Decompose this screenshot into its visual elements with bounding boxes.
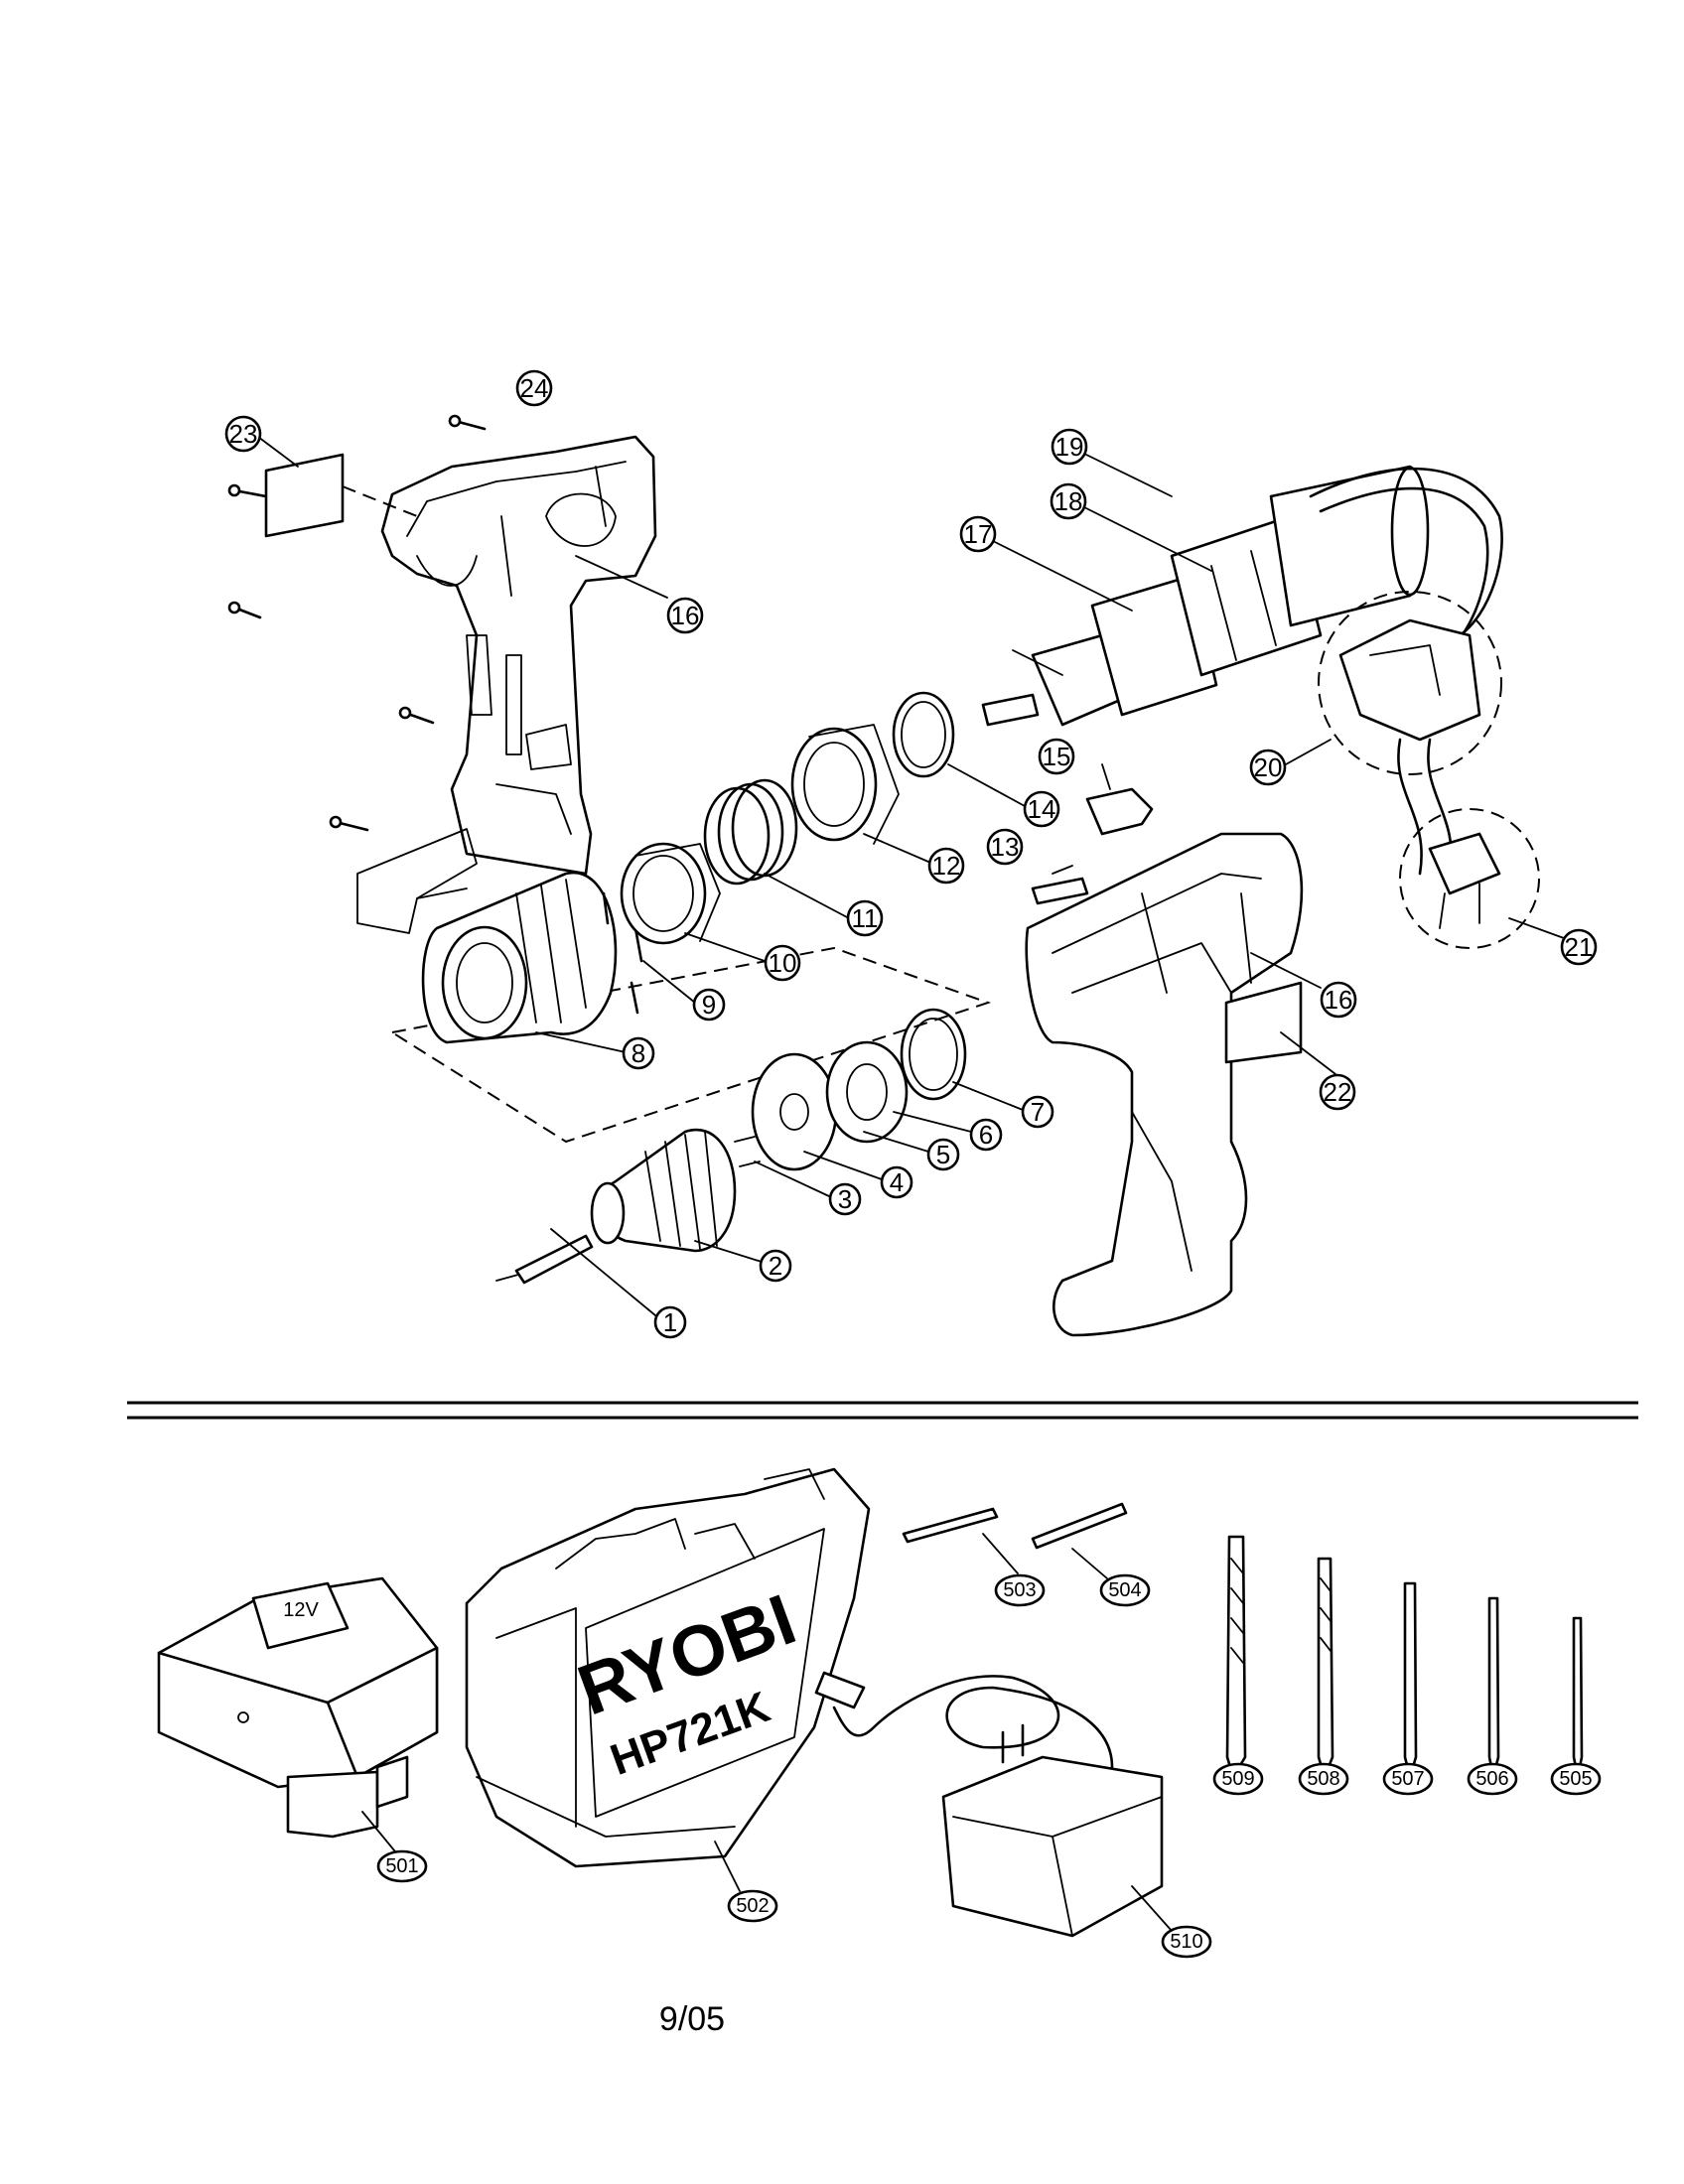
callout-14: 14 xyxy=(1023,790,1060,828)
svg-text:506: 506 xyxy=(1475,1768,1508,1790)
callout-20: 20 xyxy=(1249,749,1287,786)
svg-text:17: 17 xyxy=(964,519,993,549)
svg-text:508: 508 xyxy=(1307,1768,1339,1790)
callout-18: 18 xyxy=(1050,482,1087,520)
right-housing-half xyxy=(1025,832,1304,1337)
svg-text:1: 1 xyxy=(663,1307,677,1337)
callout-23: 23 xyxy=(224,415,262,453)
svg-text:23: 23 xyxy=(229,419,258,449)
svg-text:7: 7 xyxy=(1031,1097,1045,1127)
callout-1: 1 xyxy=(653,1305,687,1339)
callout-510: 510 xyxy=(1161,1925,1212,1959)
footer-date: 9/05 xyxy=(659,2000,725,2038)
callout-12: 12 xyxy=(927,847,965,885)
shaft-pin xyxy=(1031,877,1089,905)
detent-pins xyxy=(602,891,643,1015)
svg-text:510: 510 xyxy=(1170,1931,1202,1953)
svg-text:16: 16 xyxy=(671,601,700,630)
svg-text:4: 4 xyxy=(890,1167,904,1197)
svg-text:10: 10 xyxy=(769,948,797,978)
callout-11: 11 xyxy=(846,899,884,937)
carry-case: RYOBI HP721K xyxy=(465,1467,871,1868)
svg-text:503: 503 xyxy=(1003,1579,1036,1601)
svg-text:3: 3 xyxy=(838,1184,852,1214)
callout-leaders-upper xyxy=(257,436,1565,1316)
callout-16-right: 16 xyxy=(1320,981,1357,1019)
svg-text:16: 16 xyxy=(1325,985,1353,1015)
callout-5: 5 xyxy=(926,1138,960,1171)
callout-503: 503 xyxy=(994,1573,1046,1607)
callout-10: 10 xyxy=(764,944,801,982)
svg-text:18: 18 xyxy=(1054,486,1083,516)
callout-6: 6 xyxy=(969,1118,1003,1152)
callout-9: 9 xyxy=(692,988,726,1022)
svg-text:501: 501 xyxy=(385,1855,418,1877)
callout-507: 507 xyxy=(1382,1762,1434,1796)
callout-4: 4 xyxy=(880,1165,913,1199)
callout-24: 24 xyxy=(515,369,553,407)
svg-text:507: 507 xyxy=(1391,1768,1424,1790)
callout-504: 504 xyxy=(1099,1573,1151,1607)
svg-text:5: 5 xyxy=(936,1140,950,1169)
svg-text:12: 12 xyxy=(932,851,961,881)
label-plate xyxy=(264,453,418,538)
svg-text:8: 8 xyxy=(632,1038,645,1068)
callout-21: 21 xyxy=(1560,928,1598,966)
svg-text:20: 20 xyxy=(1254,752,1283,782)
svg-text:505: 505 xyxy=(1559,1768,1592,1790)
callout-19: 19 xyxy=(1051,428,1088,466)
battery-pack: 12V xyxy=(157,1576,439,1839)
svg-text:21: 21 xyxy=(1565,932,1594,962)
battery-voltage-label: 12V xyxy=(283,1599,319,1621)
clutch-spring xyxy=(703,778,798,886)
battery-charger xyxy=(814,1671,1164,1938)
washer xyxy=(892,691,955,778)
svg-text:22: 22 xyxy=(1324,1077,1352,1107)
brush-holder xyxy=(1085,787,1154,836)
svg-text:11: 11 xyxy=(852,903,879,933)
callout-22: 22 xyxy=(1319,1073,1356,1111)
svg-text:19: 19 xyxy=(1055,432,1084,462)
svg-text:13: 13 xyxy=(991,832,1020,862)
svg-text:2: 2 xyxy=(769,1251,782,1281)
svg-text:9: 9 xyxy=(702,990,716,1020)
ring-gear xyxy=(620,842,721,945)
callout-15: 15 xyxy=(1038,738,1075,775)
callout-3: 3 xyxy=(828,1182,862,1216)
callout-2: 2 xyxy=(759,1249,792,1283)
callout-8: 8 xyxy=(622,1036,655,1070)
callout-16-left: 16 xyxy=(666,597,704,634)
callout-leaders-lower xyxy=(361,1778,1237,1932)
svg-text:15: 15 xyxy=(1043,742,1071,771)
callout-509: 509 xyxy=(1212,1762,1264,1796)
svg-text:509: 509 xyxy=(1221,1768,1254,1790)
callout-17: 17 xyxy=(959,515,997,553)
gearbox-motor-assembly xyxy=(981,465,1503,727)
drill-bits xyxy=(1225,1535,1584,1779)
callout-501: 501 xyxy=(376,1849,428,1883)
driver-bits xyxy=(902,1502,1128,1579)
callout-505: 505 xyxy=(1550,1762,1602,1796)
svg-text:24: 24 xyxy=(520,373,549,403)
callout-508: 508 xyxy=(1298,1762,1349,1796)
callout-7: 7 xyxy=(1021,1095,1054,1129)
terminal-block xyxy=(1399,808,1540,949)
svg-text:502: 502 xyxy=(736,1895,769,1917)
clutch-subassembly-box xyxy=(389,946,992,1144)
left-housing-half xyxy=(356,435,657,934)
clutch-collar xyxy=(421,871,618,1044)
callout-506: 506 xyxy=(1467,1762,1518,1796)
callout-13: 13 xyxy=(986,828,1024,866)
svg-text:14: 14 xyxy=(1028,794,1056,824)
gear-ring xyxy=(790,724,900,845)
svg-text:504: 504 xyxy=(1108,1579,1141,1601)
callout-502: 502 xyxy=(727,1889,778,1923)
svg-text:6: 6 xyxy=(979,1120,993,1150)
switch-assembly xyxy=(1318,591,1502,876)
housing-screws xyxy=(227,414,487,832)
